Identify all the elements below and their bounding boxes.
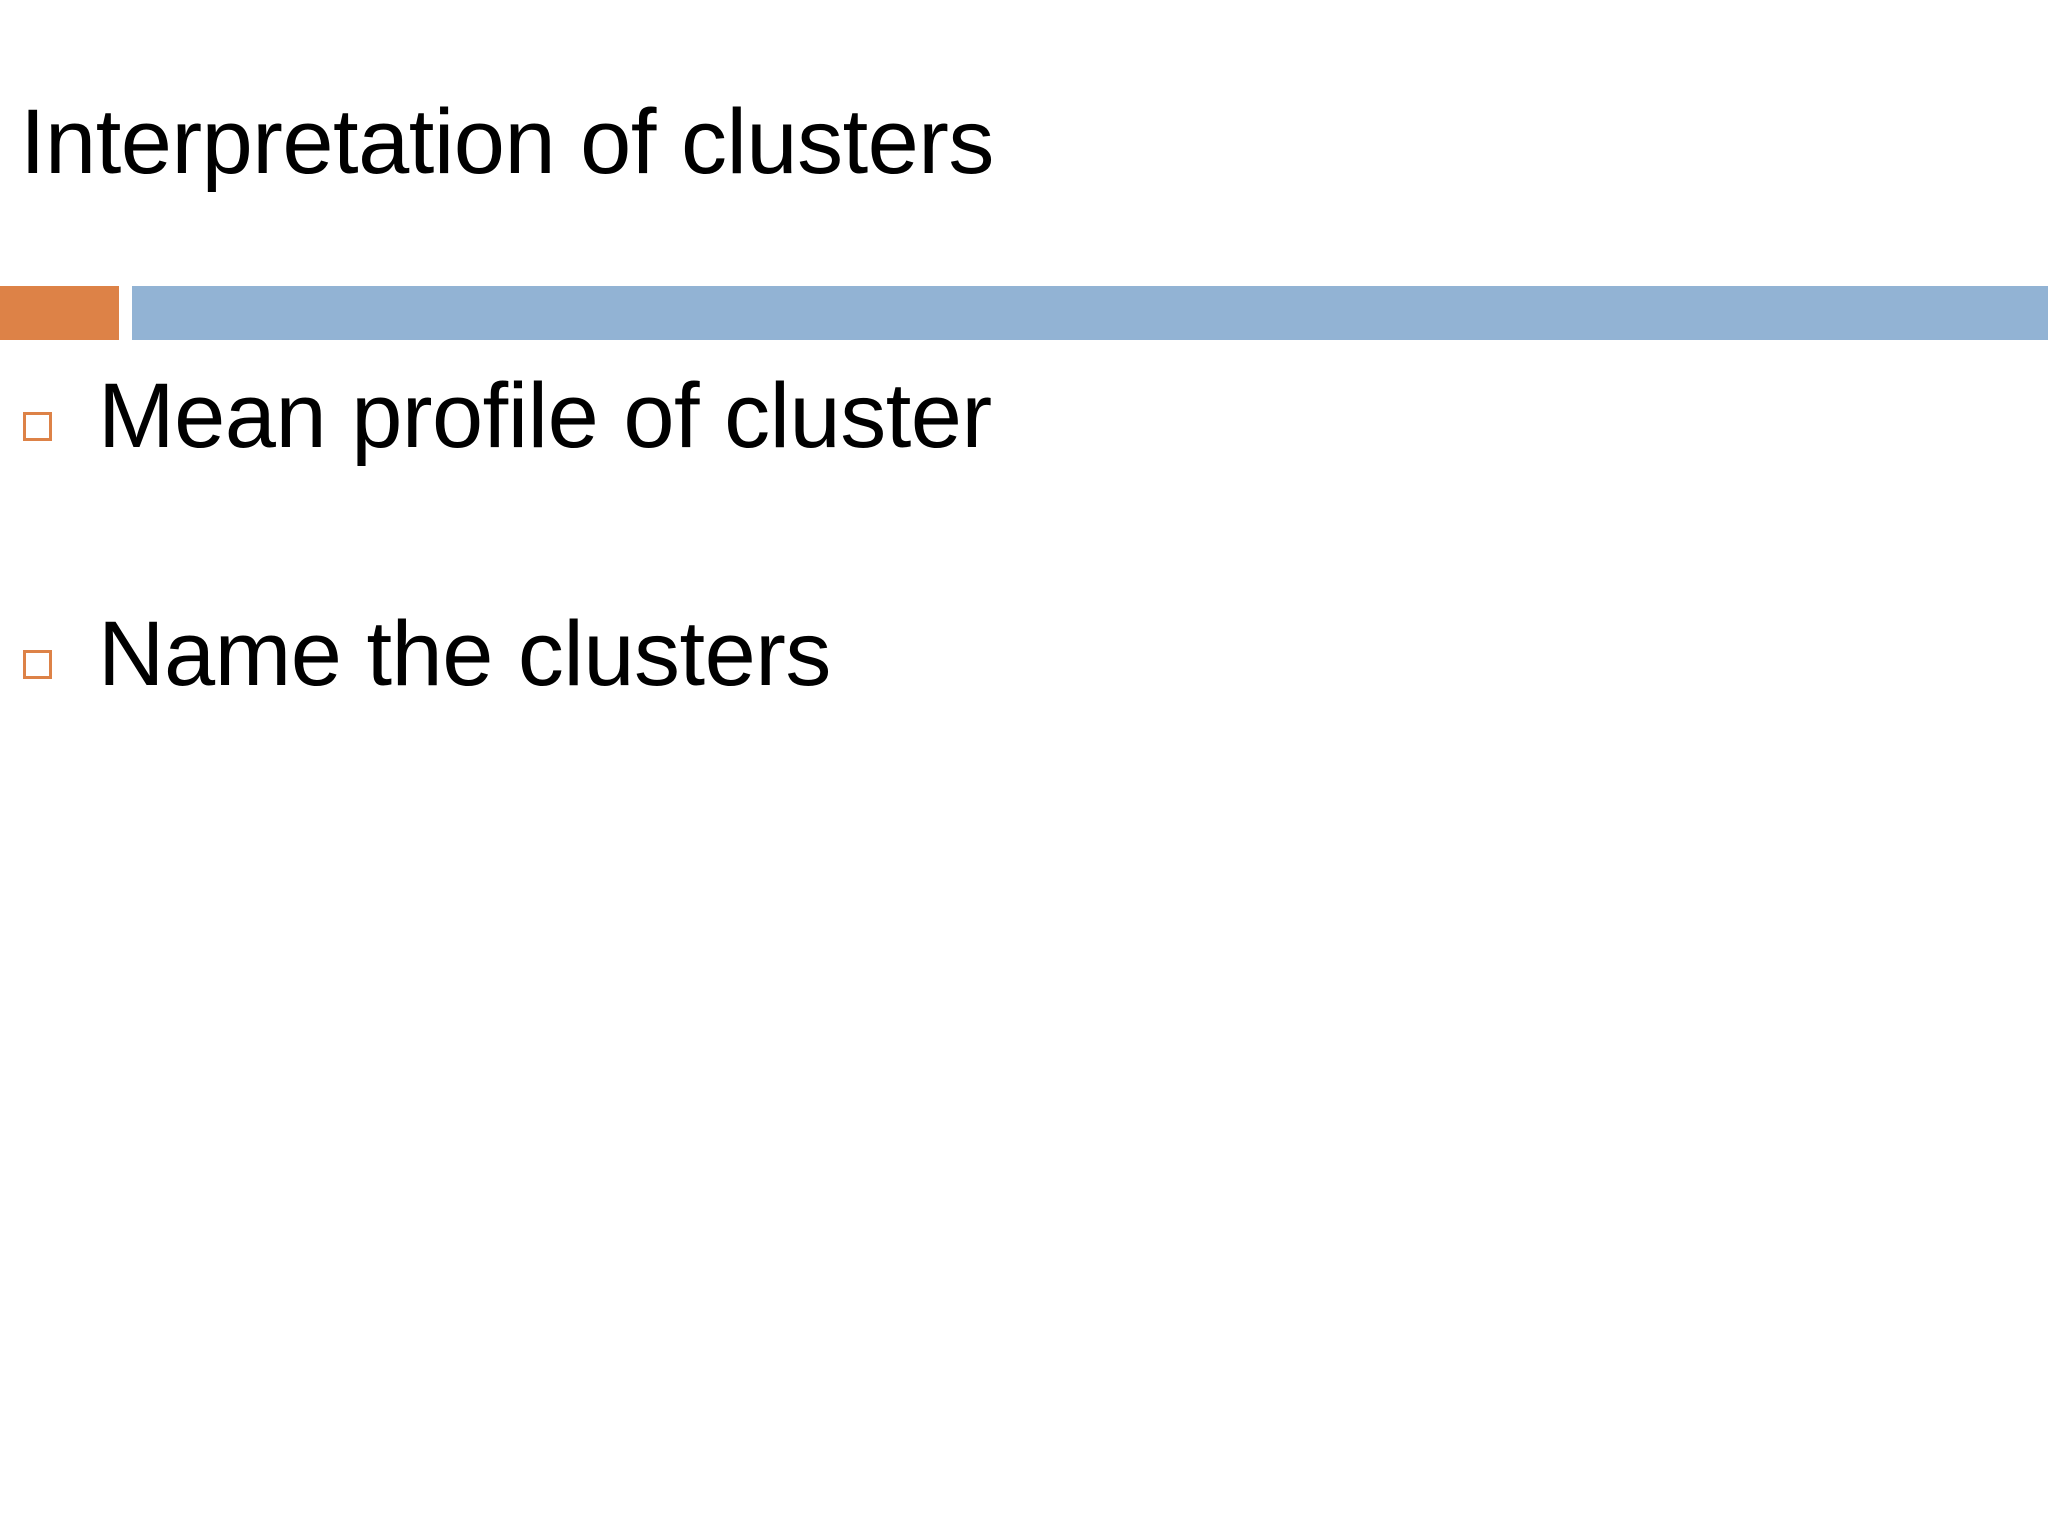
list-item: Name the clusters xyxy=(0,608,2048,728)
title-divider xyxy=(0,286,2048,340)
bullet-list: Mean profile of cluster Name the cluster… xyxy=(0,370,2048,728)
divider-accent-bar xyxy=(0,286,119,340)
slide-title: Interpretation of clusters xyxy=(20,91,994,193)
list-item: Mean profile of cluster xyxy=(0,370,2048,490)
divider-main-bar xyxy=(132,286,2048,340)
square-bullet-icon xyxy=(23,650,52,679)
square-bullet-icon xyxy=(23,412,52,441)
bullet-item-label: Mean profile of cluster xyxy=(98,365,992,467)
bullet-item-label: Name the clusters xyxy=(98,603,831,705)
empty-content-area xyxy=(0,760,2048,1536)
